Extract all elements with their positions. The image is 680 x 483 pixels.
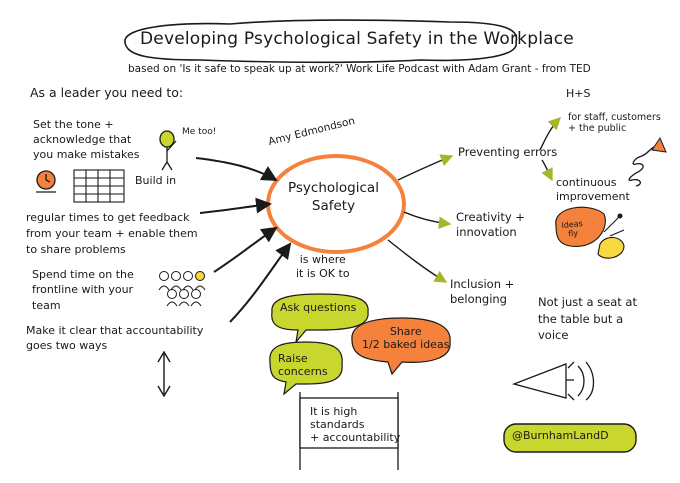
seat-line3: voice bbox=[538, 328, 569, 343]
point2-line2: from your team + enable them bbox=[26, 226, 198, 240]
sign-line2: standards bbox=[310, 418, 365, 432]
twitter-handle: @BurnhamLandD bbox=[512, 429, 609, 442]
hs-label: H+S bbox=[566, 87, 591, 100]
continuous-line1: continuous bbox=[556, 176, 617, 189]
arrow-leader-3 bbox=[213, 226, 278, 273]
definition-line2: it is OK to bbox=[296, 267, 350, 281]
outcome3-line2: belonging bbox=[450, 291, 507, 306]
raise-concerns-bubble: Raise concerns bbox=[278, 352, 328, 378]
arrow-leader-1 bbox=[195, 157, 278, 181]
outcome-inclusion: Inclusion + belonging bbox=[450, 277, 514, 307]
center-title: Psychological Safety bbox=[288, 180, 379, 215]
share-line2: 1/2 baked ideas bbox=[362, 338, 450, 352]
definition-text: is where it is OK to bbox=[296, 253, 350, 282]
ask-questions-bubble: Ask questions bbox=[280, 301, 357, 314]
subtitle: based on 'Is it safe to speak up at work… bbox=[128, 63, 591, 75]
point4-line1: Make it clear that accountability bbox=[26, 324, 204, 337]
continuous-line2: improvement bbox=[556, 190, 630, 204]
raise-line1: Raise bbox=[278, 352, 308, 365]
center-line2: Safety bbox=[311, 197, 356, 214]
clock-icon bbox=[36, 170, 56, 193]
signpost bbox=[299, 392, 399, 470]
raise-line2: concerns bbox=[278, 365, 328, 379]
point1-line3: you make mistakes bbox=[33, 147, 140, 161]
point1-line2: acknowledge that bbox=[33, 132, 132, 146]
leader-point-2: regular times to get feedback from your … bbox=[26, 210, 198, 258]
point3-line1: Spend time on the bbox=[32, 268, 134, 281]
stick-figure bbox=[159, 130, 177, 171]
outcome-creativity: Creativity + innovation bbox=[456, 210, 525, 240]
point2-line1: regular times to get feedback bbox=[26, 211, 190, 224]
hs-note-line2: + the public bbox=[568, 123, 627, 135]
hs-note-line1: for staff, customers bbox=[568, 112, 661, 123]
ask-bubble-shape bbox=[271, 293, 369, 345]
leader-point-3: Spend time on the frontline with your te… bbox=[32, 267, 134, 313]
leader-point-1: Set the tone + acknowledge that you make… bbox=[33, 118, 139, 163]
outcome2-line2: innovation bbox=[456, 224, 517, 239]
leader-heading: As a leader you need to: bbox=[30, 85, 184, 100]
share-ideas-bubble: Share 1/2 baked ideas bbox=[362, 325, 449, 351]
megaphone-icon bbox=[511, 361, 595, 401]
continuous-improvement: continuous improvement bbox=[556, 176, 630, 205]
butterfly-icon bbox=[555, 206, 625, 259]
arrow-hs bbox=[539, 117, 561, 151]
arrow-outcome-2 bbox=[403, 211, 452, 230]
improvement-flag bbox=[651, 136, 667, 153]
share-line1: Share bbox=[389, 325, 422, 338]
arrow-outcome-1 bbox=[397, 154, 454, 181]
build-in-label: Build in bbox=[135, 174, 177, 187]
point3-line2: frontline with your bbox=[32, 283, 134, 297]
ideas-fly-label: Ideas fly bbox=[561, 219, 584, 240]
outcome2-line1: Creativity + bbox=[456, 210, 525, 224]
arrow-leader-2 bbox=[199, 197, 272, 214]
title-cloud bbox=[124, 19, 518, 64]
seat-line1: Not just a seat at bbox=[538, 295, 637, 309]
arrow-outcome-3 bbox=[387, 239, 448, 283]
page-title: Developing Psychological Safety in the W… bbox=[140, 29, 574, 49]
sign-line1: It is high bbox=[310, 405, 358, 418]
center-line1: Psychological bbox=[288, 180, 379, 196]
point2-line3: to share problems bbox=[26, 242, 126, 256]
leader-point-4: Make it clear that accountability goes t… bbox=[26, 323, 203, 354]
outcome3-line1: Inclusion + bbox=[450, 277, 515, 291]
signpost-text: It is high standards + accountability bbox=[310, 405, 400, 445]
definition-line1: is where bbox=[299, 253, 346, 266]
arrow-leader-4 bbox=[229, 242, 292, 323]
improvement-squiggle bbox=[628, 145, 657, 187]
outcome-preventing-errors: Preventing errors bbox=[458, 145, 558, 159]
point3-line3: team bbox=[32, 298, 61, 312]
two-way-arrow bbox=[157, 350, 171, 398]
point1-line1: Set the tone + bbox=[33, 118, 114, 131]
seat-line2: the table but a bbox=[538, 311, 624, 326]
raise-bubble-shape bbox=[269, 341, 343, 396]
handle-badge bbox=[503, 423, 637, 453]
hs-note: for staff, customers + the public bbox=[568, 112, 661, 135]
arrow-continuous bbox=[541, 159, 553, 182]
me-too-label: Me too! bbox=[182, 127, 217, 137]
team-group-icon bbox=[158, 271, 206, 307]
calendar-icon bbox=[73, 169, 125, 203]
seat-at-table-text: Not just a seat at the table but a voice bbox=[538, 294, 637, 344]
share-bubble-shape bbox=[351, 317, 451, 376]
point4-line2: goes two ways bbox=[26, 339, 108, 353]
sign-line3: + accountability bbox=[310, 431, 401, 445]
